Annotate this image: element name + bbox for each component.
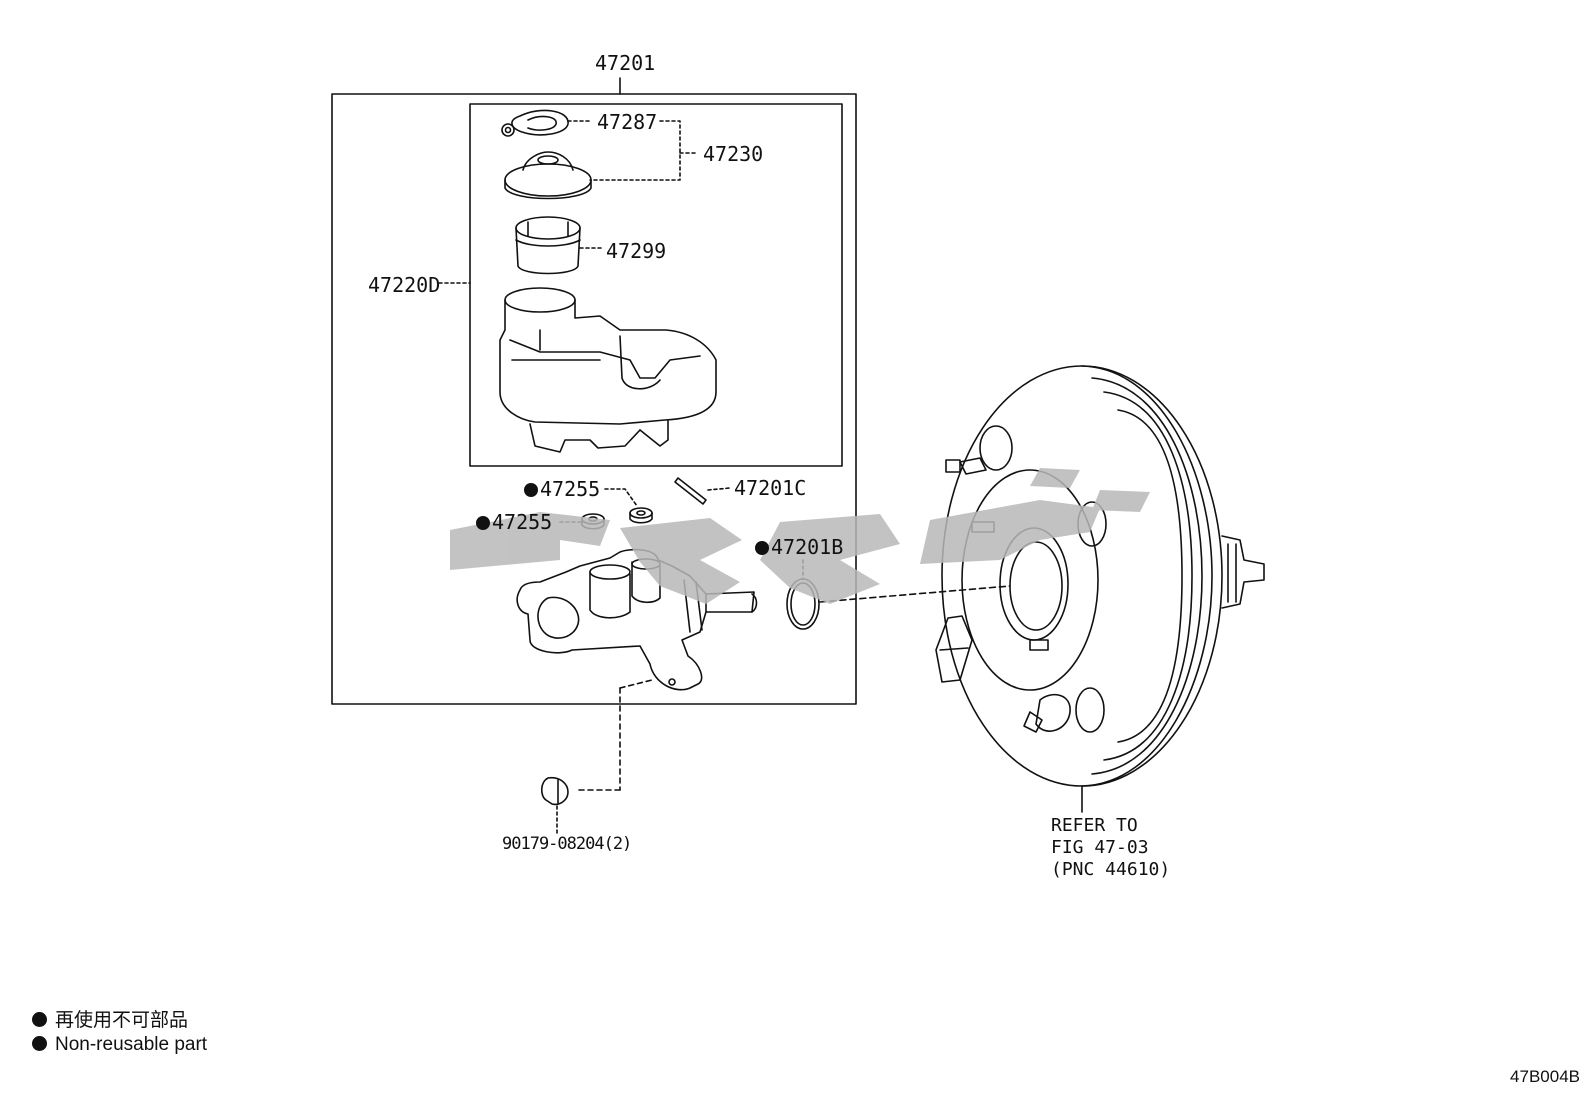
- refer-note-line2: FIG 47-03: [1051, 837, 1149, 858]
- grommet-a-leader: [604, 488, 638, 507]
- refer-note: REFER TO FIG 47-03 (PNC 44610): [1051, 815, 1170, 881]
- legend-english: Non-reusable part: [32, 1033, 207, 1057]
- non-reusable-marker: [476, 516, 490, 530]
- plug-part: [540, 776, 569, 806]
- legend-chinese: 再使用不可部品: [32, 1009, 188, 1033]
- non-reusable-marker: [524, 483, 538, 497]
- assembly-frame: [331, 93, 857, 705]
- label-o-ring: 47201B: [755, 536, 843, 558]
- label-grommet-b: 47255: [476, 511, 552, 533]
- legend-marker: [32, 1012, 47, 1027]
- label-reservoir-subassy: 47220D: [368, 273, 441, 297]
- label-pin: 47201C: [734, 476, 807, 500]
- refer-note-line1: REFER TO: [1051, 815, 1138, 836]
- non-reusable-marker: [755, 541, 769, 555]
- label-reservoir-cap: 47230: [703, 142, 764, 166]
- cap-gasket-part: [501, 109, 569, 137]
- master-cylinder-part: [516, 548, 758, 691]
- pin-part: [674, 477, 707, 505]
- watermark-logo: [450, 468, 1150, 604]
- reservoir-cap-part: [504, 151, 592, 200]
- label-reservoir-cap-gasket: 47287: [597, 110, 658, 134]
- label-strainer: 47299: [606, 239, 667, 263]
- cap-bracket-leader: [589, 120, 681, 181]
- legend-english-text: Non-reusable part: [55, 1034, 208, 1055]
- reservoir-tank-part: [499, 287, 717, 453]
- brake-booster-part: [935, 365, 1265, 787]
- pin-leader: [707, 487, 731, 491]
- legend-marker: [32, 1036, 47, 1051]
- label-plug: 90179-08204(2): [502, 834, 632, 854]
- legend-chinese-text: 再使用不可部品: [55, 1010, 189, 1031]
- reservoir-subassy-frame: [469, 103, 843, 467]
- refer-note-line3: (PNC 44610): [1051, 859, 1171, 880]
- o-ring-to-booster-dash: [819, 585, 1011, 603]
- strainer-part: [515, 216, 581, 275]
- label-grommet-a: 47255: [524, 478, 600, 500]
- figure-code: 47B004B: [1510, 1067, 1580, 1086]
- label-assembly: 47201: [595, 51, 656, 75]
